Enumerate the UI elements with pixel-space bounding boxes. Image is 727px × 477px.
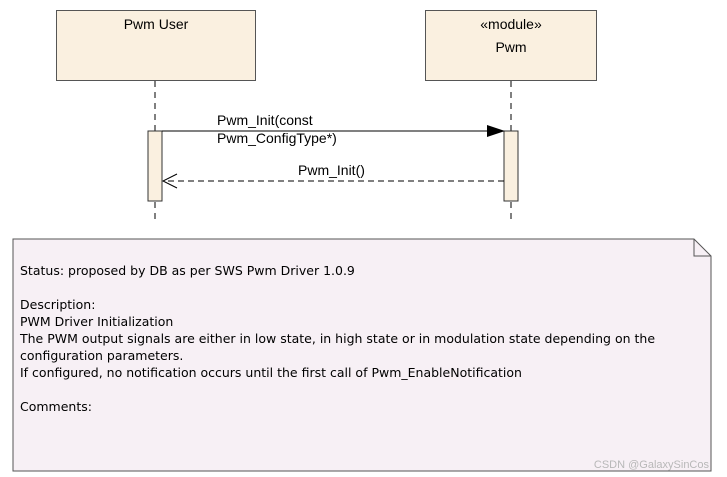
note-description-heading: Description: xyxy=(20,297,96,312)
note-text: Status: proposed by DB as per SWS Pwm Dr… xyxy=(20,262,700,415)
note-shape xyxy=(12,238,712,472)
note-status: Status: proposed by DB as per SWS Pwm Dr… xyxy=(20,263,355,278)
watermark: CSDN @GalaxySinCos xyxy=(593,459,709,471)
note-description-body-1: The PWM output signals are either in low… xyxy=(20,331,656,346)
participant-pwm-user: Pwm User xyxy=(56,10,256,81)
note-blank-1 xyxy=(20,279,700,296)
note-description-title: PWM Driver Initialization xyxy=(20,314,174,329)
note-comments-heading: Comments: xyxy=(20,399,92,414)
note-fold xyxy=(693,239,711,257)
activation-bar-pwm xyxy=(503,130,519,202)
participant-name-pwm-user: Pwm User xyxy=(123,16,189,32)
return-arrow-head xyxy=(161,173,178,189)
activation-bar-pwm-user xyxy=(147,130,163,202)
return-message-label: Pwm_Init() xyxy=(298,161,365,179)
return-message-line-1: Pwm_Init() xyxy=(298,162,365,178)
call-message-label: Pwm_Init(const Pwm_ConfigType*) xyxy=(217,111,337,147)
call-message-line-1: Pwm_Init(const xyxy=(217,112,313,128)
call-message-line-2: Pwm_ConfigType*) xyxy=(217,130,337,146)
participant-name-pwm: Pwm xyxy=(495,39,527,55)
participant-stereotype: «module» xyxy=(480,16,542,32)
note-description-body-3: If configured, no notification occurs un… xyxy=(20,365,522,380)
participant-pwm: «module» Pwm xyxy=(425,10,597,81)
note-description-body-2: configuration parameters. xyxy=(20,348,184,363)
note-blank-2 xyxy=(20,381,700,398)
